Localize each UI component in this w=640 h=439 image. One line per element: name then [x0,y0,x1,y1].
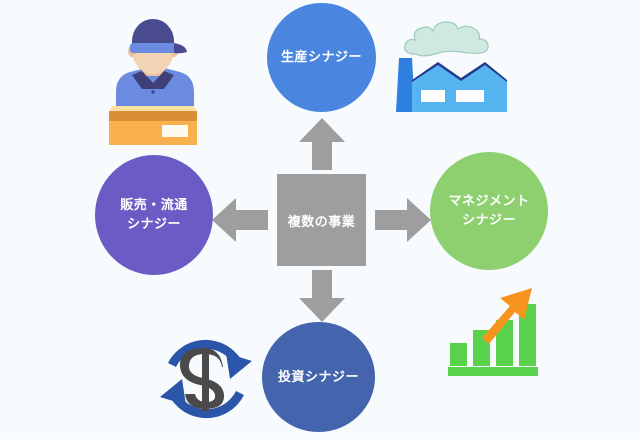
arrow-left [212,196,268,244]
factory-icon [388,2,510,122]
node-management-synergy[interactable]: マネジメント シナジー [430,152,548,270]
dollar-recycle-icon [152,327,260,431]
node-investment-synergy[interactable]: 投資シナジー [262,322,375,432]
growth-bar-chart-icon [436,278,548,378]
node-production-synergy[interactable]: 生産シナジー [267,3,376,112]
core-label: 複数の事業 [287,213,356,229]
arrow-down [297,270,347,322]
delivery-person-icon [90,14,216,164]
node-investment-synergy-label: 投資シナジー [277,368,359,384]
node-sales-distribution-synergy[interactable]: 販売・流通 シナジー [95,155,213,275]
node-production-synergy-label: 生産シナジー [280,49,362,65]
arrow-up [297,118,347,170]
node-sales-distribution-synergy-label: 販売・流通 シナジー [120,197,188,231]
core-multiple-businesses[interactable]: 複数の事業 [277,174,366,266]
arrow-right [375,196,431,244]
node-management-synergy-label: マネジメント シナジー [448,193,530,227]
